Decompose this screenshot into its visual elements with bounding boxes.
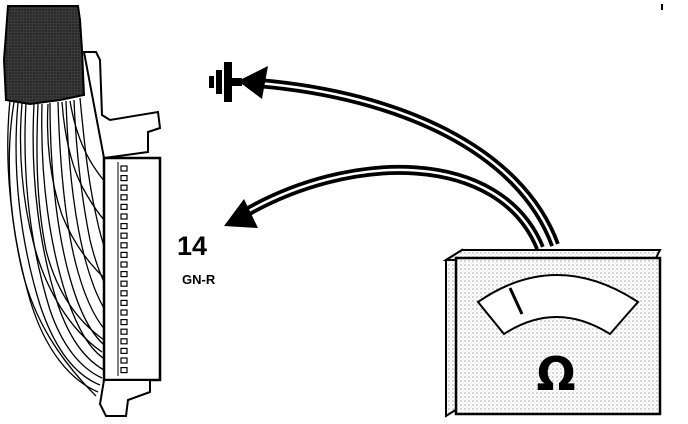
- connector-harness: [2, 5, 162, 417]
- pin-cavity: [120, 203, 128, 210]
- test-leads: [224, 66, 560, 250]
- arrowhead-pin: [224, 199, 258, 228]
- pin-cavity: [120, 175, 128, 182]
- pin-cavity: [120, 357, 128, 364]
- pin-cavity: [120, 194, 128, 201]
- pin-cavity: [120, 232, 128, 239]
- pin-cavity: [120, 251, 128, 258]
- harness-bundle: [2, 5, 86, 106]
- pin-number-label: 14: [177, 231, 207, 261]
- meter-needle: [508, 287, 524, 315]
- lead-to-ground-inner: [257, 81, 557, 246]
- pin-cavity: [120, 271, 128, 278]
- pin-cavity: [120, 165, 128, 172]
- pin-cavity: [120, 347, 128, 354]
- pin-cavity: [120, 213, 128, 220]
- pin-cavity: [120, 309, 128, 316]
- meter-unit-symbol: Ω: [536, 347, 575, 401]
- ground-icon: [209, 62, 242, 102]
- lead-to-ground: [257, 78, 560, 247]
- pin-cavity: [120, 280, 128, 287]
- pin-cavity: [120, 184, 128, 191]
- pin-cavity: [120, 261, 128, 268]
- arrowhead-ground: [238, 66, 268, 99]
- connector-latch: [98, 379, 151, 417]
- pin-cavity: [120, 338, 128, 345]
- lead-to-pin-inner: [239, 168, 542, 249]
- pin-cavity: [120, 223, 128, 230]
- pin-cavity: [120, 242, 128, 249]
- meter-dial-window: [476, 274, 640, 336]
- pin-cavity: [120, 319, 128, 326]
- connector-lock-tab: [82, 51, 162, 160]
- connector-pin-cavities: [120, 165, 128, 374]
- pin-cavity: [120, 367, 128, 374]
- corner-mark: [661, 4, 663, 10]
- pin-cavity: [120, 299, 128, 306]
- connector-body: [102, 156, 162, 382]
- lead-to-pin: [237, 164, 545, 250]
- ohmmeter-icon: Ω: [442, 248, 662, 418]
- wire-color-label: GN-R: [182, 272, 216, 287]
- pin-cavity: [120, 328, 128, 335]
- pin-cavity: [120, 290, 128, 297]
